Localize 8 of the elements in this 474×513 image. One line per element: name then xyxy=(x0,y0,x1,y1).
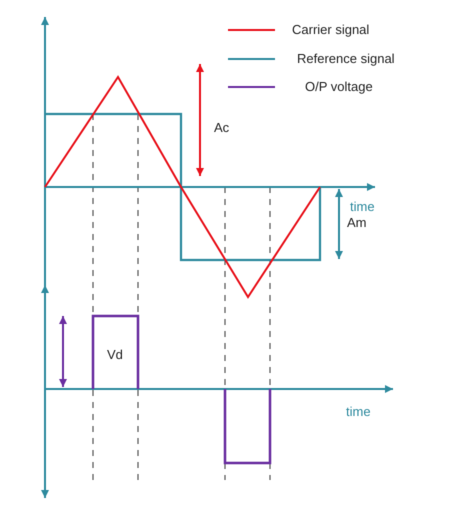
axis-label: time xyxy=(350,199,375,214)
legend-label: Reference signal xyxy=(297,51,395,66)
dimension-label: Vd xyxy=(107,347,123,362)
legend-label: Carrier signal xyxy=(292,22,370,37)
axis-label: time xyxy=(346,404,371,419)
dimension-label: Am xyxy=(347,215,366,230)
legend-label: O/P voltage xyxy=(305,79,373,94)
dimension-label: Ac xyxy=(214,120,230,135)
